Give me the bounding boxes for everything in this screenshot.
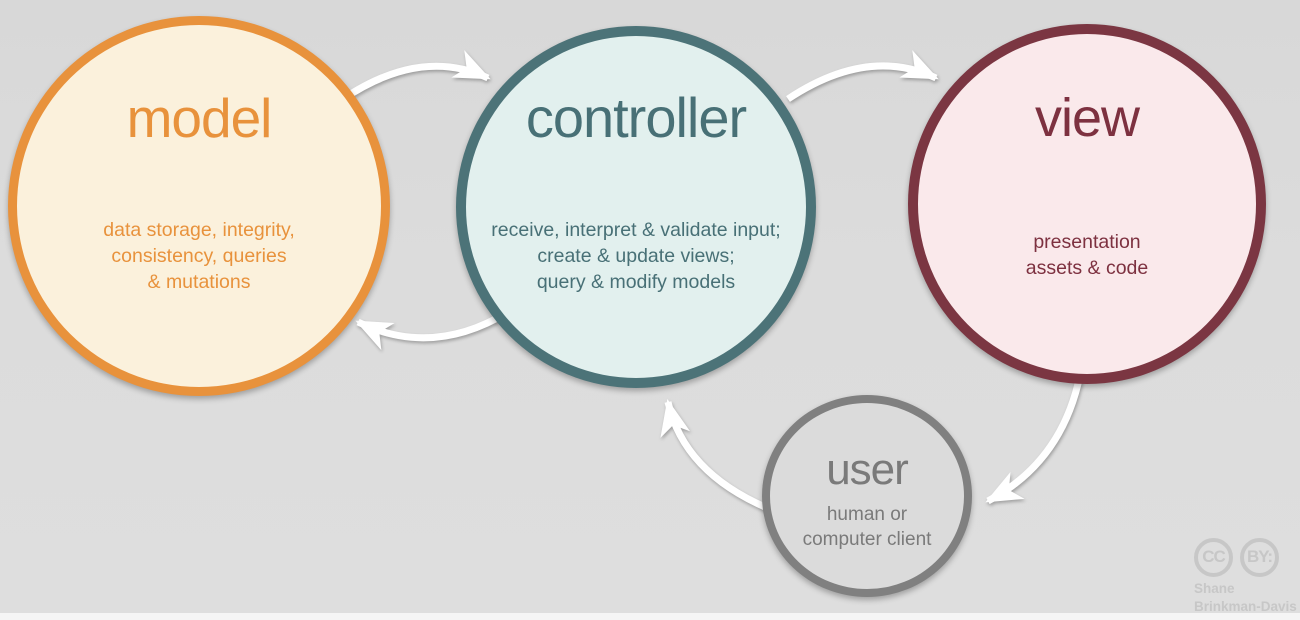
controller-description: receive, interpret & validate input; cre… [466,217,806,295]
author-name-line: Shane [1194,581,1235,596]
model-title: model [126,87,273,149]
arrow-controller-to-view-icon [786,50,939,102]
view-description-line: presentation [1033,231,1141,253]
model-description: data storage, integrity, consistency, qu… [17,217,381,295]
user-title: user [826,445,909,494]
cc-by-icon: BY: [1240,538,1279,577]
model-description-line: data storage, integrity, [103,219,295,241]
arrow-view-to-user-icon [985,374,1084,505]
node-controller: controller receive, interpret & validate… [456,26,816,388]
view-title: view [1034,88,1140,148]
license-credit: CC BY: Shane Brinkman-Davis [1194,538,1297,615]
controller-title: controller [525,86,747,149]
arrow-user-to-controller-icon [660,399,774,514]
view-description-line: assets & code [1025,257,1149,279]
node-user: user human or computer client [762,395,972,597]
model-description-line: & mutations [147,271,251,293]
user-description: human or computer client [770,502,964,552]
arrow-model-to-controller-icon [338,50,491,104]
view-description: presentation assets & code [918,229,1256,281]
license-badges: CC BY: [1194,538,1297,577]
user-description-line: computer client [802,529,932,550]
user-description-line: human or [826,504,908,525]
cc-icon: CC [1194,538,1233,577]
controller-description-line: query & modify models [536,271,736,293]
model-description-line: consistency, queries [111,245,287,267]
arrow-controller-to-model-icon [355,309,510,351]
controller-description-line: receive, interpret & validate input; [491,219,781,241]
author-name-line: Brinkman-Davis [1194,598,1297,614]
node-view: view presentation assets & code [908,24,1266,384]
bottom-edge-strip [0,613,1300,620]
controller-description-line: create & update views; [537,245,735,267]
node-model: model data storage, integrity, consisten… [8,16,390,396]
